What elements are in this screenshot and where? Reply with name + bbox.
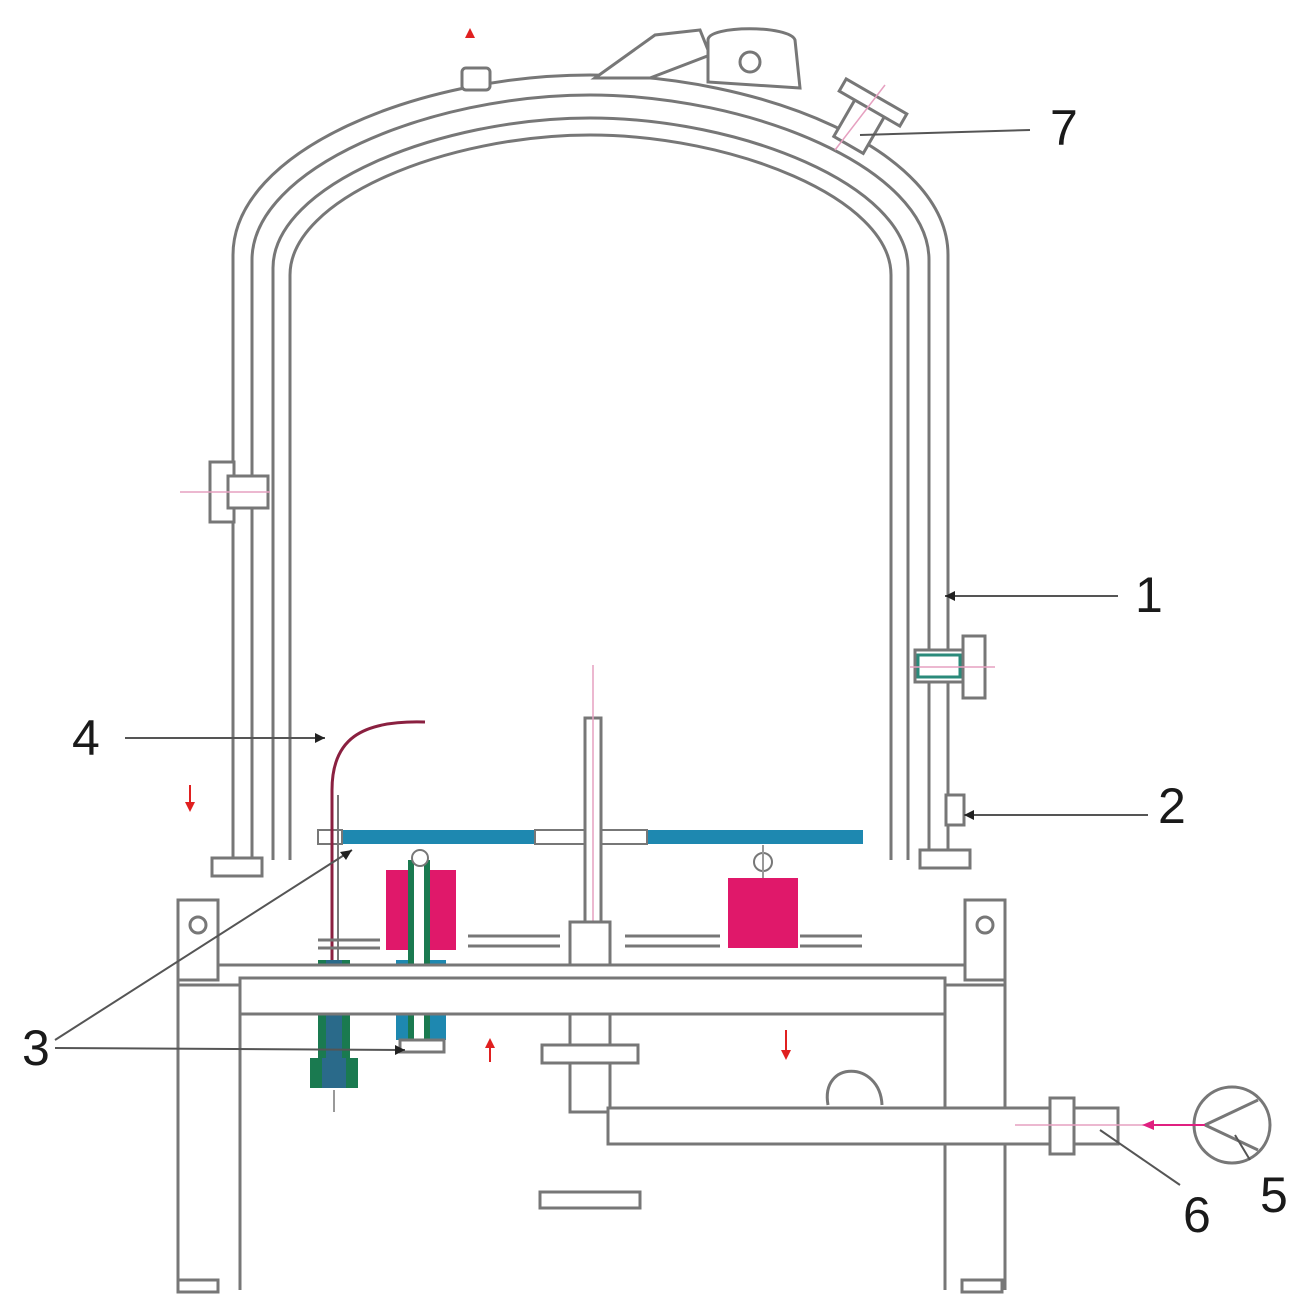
label-2: 2 — [1158, 778, 1186, 834]
flow-arrows — [185, 28, 1205, 1130]
top-port — [831, 76, 909, 156]
pressure-gauge — [1192, 1085, 1272, 1165]
label-6: 6 — [1183, 1187, 1211, 1243]
side-fitting — [944, 793, 966, 827]
thermocouple — [330, 720, 426, 960]
magnetron-right — [728, 845, 798, 948]
bell-jar-chamber — [210, 73, 972, 878]
label-7: 7 — [1050, 100, 1078, 156]
magnetron-left — [386, 849, 456, 1054]
right-side-port — [910, 634, 995, 700]
shutter-rods — [318, 934, 862, 950]
lifting-lug — [460, 27, 802, 92]
callout-labels: 7 1 2 4 3 5 6 — [22, 100, 1288, 1243]
central-shaft — [538, 665, 642, 1210]
left-side-port — [180, 460, 270, 524]
label-1: 1 — [1135, 567, 1163, 623]
leader-lines — [54, 129, 1251, 1186]
label-5: 5 — [1260, 1167, 1288, 1223]
pumping-line — [606, 1069, 1205, 1156]
label-4: 4 — [72, 710, 100, 766]
label-3: 3 — [22, 1020, 50, 1076]
